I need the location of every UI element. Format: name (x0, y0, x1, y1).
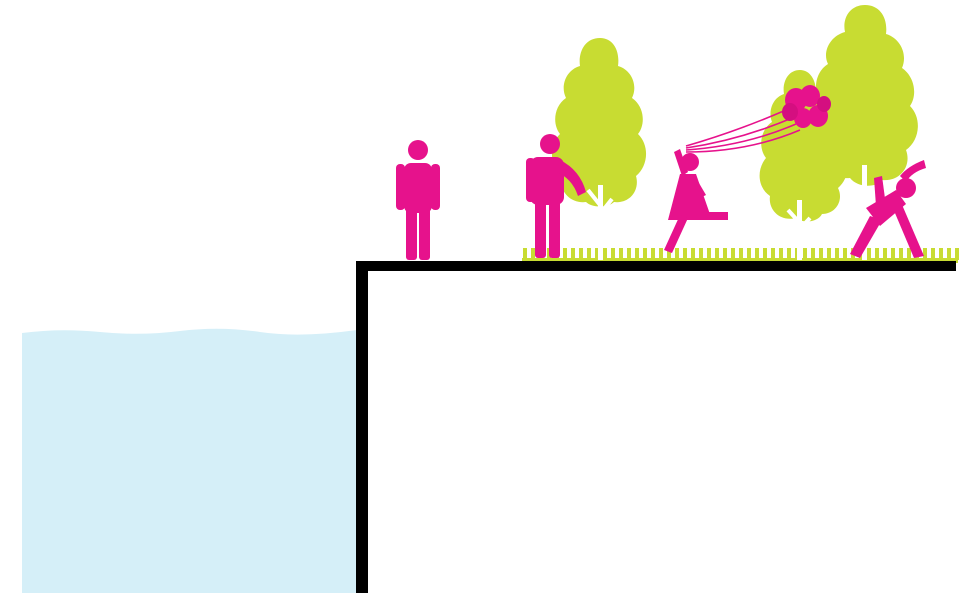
grass-blade (699, 248, 703, 260)
grass-blade (899, 248, 903, 260)
grass-blade (531, 248, 535, 260)
girl-with-balloons (664, 149, 728, 253)
grass-blade (947, 248, 951, 260)
grass-blade (939, 248, 943, 260)
grass-blade (611, 248, 615, 260)
grass-blade (747, 248, 751, 260)
grass-blade (763, 248, 767, 260)
grass-blade (843, 248, 847, 260)
grass-blade (819, 248, 823, 260)
grass-blade (755, 248, 759, 260)
grass-blade (835, 248, 839, 260)
grass-blade (731, 248, 735, 260)
grass-blade (651, 248, 655, 260)
grass-blade (827, 248, 831, 260)
grass-blade (587, 248, 591, 260)
grass-blade (907, 248, 911, 260)
grass-blade (787, 248, 791, 260)
grass-blade (619, 248, 623, 260)
grass-blade (803, 248, 807, 260)
grass-blade (571, 248, 575, 260)
grass-blade (659, 248, 663, 260)
grass-blade (691, 248, 695, 260)
grass-blade (563, 248, 567, 260)
grass-blade (675, 248, 679, 260)
grass-blade (715, 248, 719, 260)
grass-blade (523, 248, 527, 260)
grass-blade (707, 248, 711, 260)
grass-blade (875, 248, 879, 260)
grass-blade (867, 248, 871, 260)
grass-blade (883, 248, 887, 260)
grass-strip (522, 248, 959, 263)
water-body (22, 329, 357, 593)
grass-blade (771, 248, 775, 260)
grass-blade (891, 248, 895, 260)
grass-blade (635, 248, 639, 260)
grass-blade (931, 248, 935, 260)
tree-left (552, 38, 646, 260)
grass-blade (603, 248, 607, 260)
quay-edge (356, 261, 956, 593)
grass-blade (627, 248, 631, 260)
grass-blade (739, 248, 743, 260)
grass-blade (923, 248, 927, 260)
grass-blade (723, 248, 727, 260)
grass-blade (811, 248, 815, 260)
grass-blade (955, 248, 959, 260)
grass-blade (683, 248, 687, 260)
grass-blade (643, 248, 647, 260)
grass-blade (779, 248, 783, 260)
grass-blade (579, 248, 583, 260)
person-standing (396, 140, 440, 260)
